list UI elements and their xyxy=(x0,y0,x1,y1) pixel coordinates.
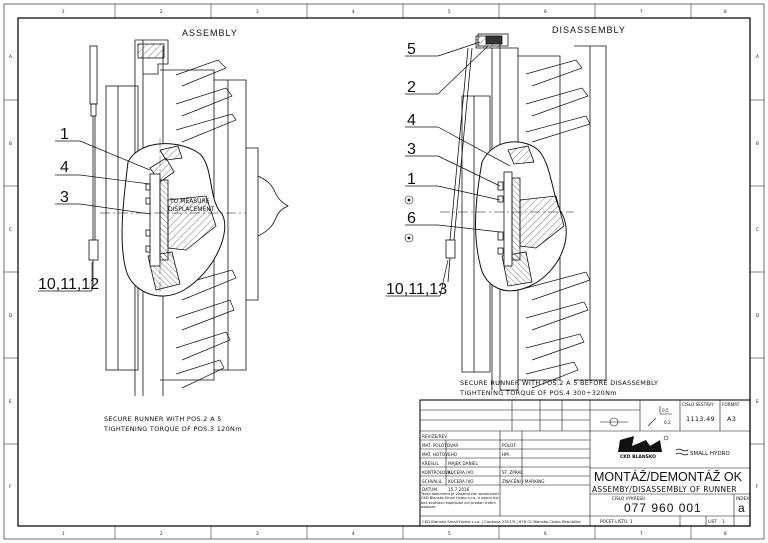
grid-number: 2 xyxy=(160,9,163,14)
disassembly-label-10-11-13: 10,11,13 xyxy=(386,281,447,298)
disassembly-label-2: 2 xyxy=(407,79,416,96)
grid-letter: C xyxy=(756,227,759,232)
copyright-note: Tento dokument je vlastnictvim spolecnos… xyxy=(421,492,499,510)
grid-number: 4 xyxy=(352,531,355,536)
grid-letter: D xyxy=(9,313,12,318)
format-value: A3 xyxy=(727,415,736,423)
grid-number: 8 xyxy=(724,531,727,536)
person-role-4: KONTROLOVAL xyxy=(422,470,454,475)
list-value: 1 xyxy=(722,519,725,524)
logo-sub: SMALL HYDRO xyxy=(690,451,730,457)
revision-row-1: REVIZE/REV. xyxy=(422,434,448,439)
grid-number: 5 xyxy=(448,531,451,536)
grid-letter: F xyxy=(9,484,12,489)
grid-number: 8 xyxy=(724,9,727,14)
grid-letter: C xyxy=(9,227,12,232)
grid-number: 3 xyxy=(256,9,259,14)
grid-number: 1 xyxy=(62,531,65,536)
tolerance-value-1: 0,5 xyxy=(662,408,669,413)
assembly-caption-line-1: SECURE RUNNER WITH POS.2 A 5 xyxy=(104,415,222,423)
material-label-1: POLOT. xyxy=(502,443,517,448)
disassembly-title: DISASSEMBLY xyxy=(552,25,626,35)
format-label: FORMAT xyxy=(722,402,740,407)
grid-number: 6 xyxy=(544,531,547,536)
drawing-title-en: ASSEMBY/DISASSEMBLY OF RUNNER xyxy=(592,485,737,494)
person-role-6: DATUM xyxy=(422,487,437,492)
sheet-count-label: POCET LISTU xyxy=(600,519,627,524)
disassembly-caption-line-2: TIGHTENING TORQUE OF POS.4 300÷320Nm xyxy=(459,389,617,397)
company-logo: CKD BLANSKO SMALL HYDRO xyxy=(618,435,730,460)
material-label-2: HM. xyxy=(502,452,510,457)
assembly-label-4: 4 xyxy=(60,159,69,176)
assembly-note-line-2: DISPLACEMENT xyxy=(168,206,215,213)
drawing-number-label: CISLO VYKRESU xyxy=(612,496,645,501)
material-label-4: ZNACENI / MARKING xyxy=(502,479,545,484)
disassembly-label-5: 5 xyxy=(407,41,416,58)
grid-number: 7 xyxy=(640,531,643,536)
grid-number: 3 xyxy=(256,531,259,536)
grid-letter: E xyxy=(9,399,12,404)
grid-number: 4 xyxy=(352,9,355,14)
disassembly-label-3: 3 xyxy=(407,141,416,158)
person-name-6: 15.7.2016 xyxy=(448,487,470,492)
scale-ref: 1113.49 xyxy=(686,415,715,423)
company-footer: CKD Blansko Small Hydro s.r.o. | Capkova… xyxy=(422,519,581,524)
person-name-3: MAJEK DANIEL xyxy=(448,461,478,466)
assembly-label-3: 3 xyxy=(60,189,69,206)
grid-number: 1 xyxy=(62,9,65,14)
grid-letter: B xyxy=(9,141,12,146)
disassembly-label-6: 6 xyxy=(407,210,416,227)
copyright-note-wrap: Tento dokument je vlastnictvim spolecnos… xyxy=(421,492,499,510)
disassembly-view: DISASSEMBLY xyxy=(386,25,658,397)
assembly-label-1: 1 xyxy=(60,126,69,143)
drawing-title-cz: MONTÁŽ/DEMONTÁŽ OK xyxy=(594,469,743,484)
index-label: INDEX xyxy=(736,496,749,501)
logo-text: CKD BLANSKO xyxy=(620,454,656,460)
assembly-caption-line-2: TIGHTENING TORQUE OF POS.3 120Nm xyxy=(103,425,242,433)
person-name-5: KUCERA IVO xyxy=(448,479,474,484)
grid-number: 2 xyxy=(160,531,163,536)
tolerance-value-2: 0,2 xyxy=(664,420,671,425)
frame-grid-labels: 1 2 3 4 5 6 7 8 1 2 3 4 5 6 7 8 A B C D … xyxy=(9,9,759,536)
person-role-1: MAT. POLOTOVAR xyxy=(422,443,458,448)
drawing-number: 077 960 001 xyxy=(624,501,702,515)
person-role-2: MAT. HOTOVEHO xyxy=(422,452,458,457)
assembly-label-10-11-12: 10,11,12 xyxy=(38,276,99,293)
title-block: 0,5 0,2 1113.49 CISLO SESTAVY A3 FORMAT … xyxy=(419,399,751,527)
grid-number: 6 xyxy=(544,9,547,14)
grid-number: 7 xyxy=(640,9,643,14)
sheet-count-value: 1 xyxy=(630,519,633,524)
material-label-3: ST. ZPRAC. xyxy=(502,470,525,475)
disassembly-caption-line-1: SECURE RUNNER WITH POS.2 A 5 BEFORE DISA… xyxy=(460,379,658,387)
person-role-3: KRESLIL xyxy=(422,461,440,466)
disassembly-label-4: 4 xyxy=(407,112,416,129)
list-label: LIST xyxy=(708,519,717,524)
person-role-5: SCHVALIL xyxy=(422,479,443,484)
grid-letter: B xyxy=(756,141,759,146)
assembly-note-line-1: TO MEASURE xyxy=(169,198,210,205)
sheet-frame xyxy=(3,3,765,540)
index-value: a xyxy=(738,501,746,515)
grid-letter: D xyxy=(756,313,759,318)
grid-letter: A xyxy=(756,54,759,59)
grid-letter: E xyxy=(756,399,759,404)
assembly-view: ASSEMBLY xyxy=(38,28,289,433)
grid-number: 5 xyxy=(448,9,451,14)
disassembly-label-1: 1 xyxy=(407,171,416,188)
grid-letter: F xyxy=(756,484,759,489)
scale-ref-label: CISLO SESTAVY xyxy=(682,402,714,407)
assembly-title: ASSEMBLY xyxy=(182,28,238,38)
person-name-4: KUCERA IVO xyxy=(448,470,474,475)
grid-letter: A xyxy=(9,54,12,59)
